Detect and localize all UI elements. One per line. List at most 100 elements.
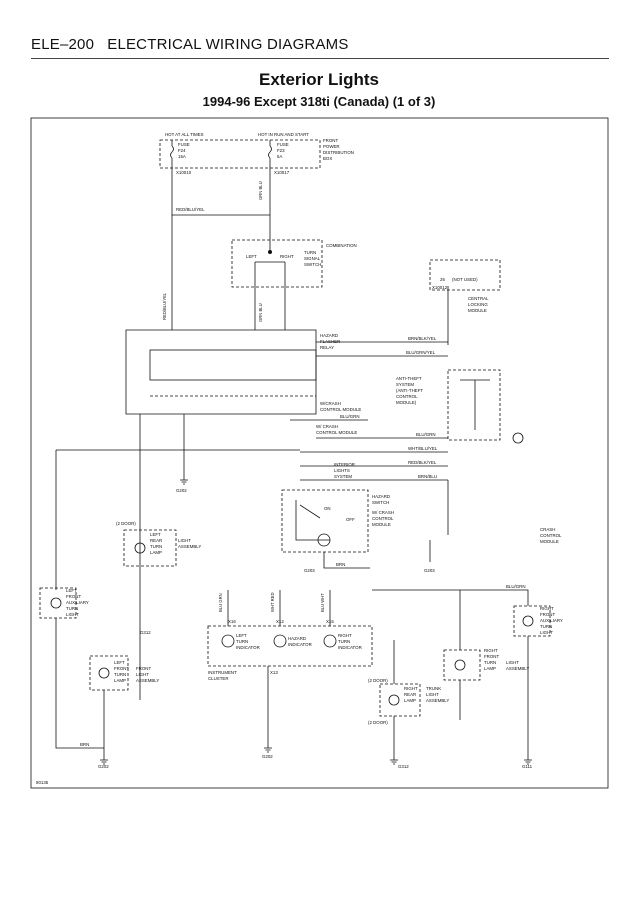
hazard-switch-label-1: HAZARD bbox=[372, 494, 390, 499]
front-power-label-2: POWER bbox=[323, 144, 340, 149]
right-front-feed bbox=[372, 589, 529, 606]
crash-control-module: CRASH CONTROL MODULE bbox=[447, 480, 562, 544]
cluster-wire-blu-grn: BLU GRN bbox=[218, 593, 223, 612]
fuse2-rating: 5A bbox=[277, 154, 282, 159]
central-locking-pin: 26 bbox=[440, 277, 445, 282]
left-front-turn-lamp: LEFT FRONT TURN LAMP FRONT LIGHT ASSEMBL… bbox=[89, 655, 159, 691]
cluster-left-2: TURN bbox=[236, 639, 248, 644]
fuse2-name: FUSE bbox=[277, 142, 289, 147]
cluster-pin-x13: X13 bbox=[270, 670, 278, 675]
relay-label-2: FLASHER bbox=[320, 339, 340, 344]
turn-switch-outputs bbox=[254, 300, 286, 330]
front-power-label-3: DISTRIBUTION bbox=[323, 150, 354, 155]
rear-left-label-3: TURN bbox=[150, 544, 162, 549]
cluster-name-2: CLUSTER bbox=[208, 676, 229, 681]
central-locking-label-1: CENTRAL bbox=[468, 296, 489, 301]
combo-switch-left: LEFT bbox=[246, 254, 257, 259]
right-rear-turn-lamp: (2 DOOR) RIGHT REAR LAMP TRUNK LIGHT ASS… bbox=[368, 640, 449, 760]
wire-red-blu-yel: RED/BLU/YEL bbox=[176, 207, 205, 212]
page-subtitle: 1994-96 Except 318ti (Canada) (1 of 3) bbox=[202, 94, 436, 109]
rear-right-label-2: REAR bbox=[404, 692, 416, 697]
rear-left-door: (2 DOOR) bbox=[116, 521, 136, 526]
front-left-label-5: FRONT bbox=[136, 666, 151, 671]
page-code: ELE–200 bbox=[31, 36, 95, 53]
rear-left-label-1: LEFT bbox=[150, 532, 161, 537]
figure-id: 80135 bbox=[36, 780, 49, 785]
anti-theft-label-2: SYSTEM bbox=[396, 382, 414, 387]
cluster-left-3: INDICATOR bbox=[236, 645, 260, 650]
central-locking-conn: X10012 bbox=[432, 285, 448, 290]
cluster-right-3: INDICATOR bbox=[338, 645, 362, 650]
wire-label-blu-grn: BLU/GRN bbox=[416, 432, 436, 437]
crash-control-2-label-1: W/ CRASH bbox=[316, 424, 338, 429]
central-locking-label-3: MODULE bbox=[468, 308, 487, 313]
ground-g202-top: G202 bbox=[176, 488, 187, 493]
crash-module-label-3: MODULE bbox=[540, 539, 559, 544]
cluster-pin-x16: X16 bbox=[228, 619, 236, 624]
relay-label-3: RELAY bbox=[320, 345, 334, 350]
front-power-label-4: BOX bbox=[323, 156, 332, 161]
right-front-turn-lamp: RIGHT FRONT TURN LAMP LIGHT ASSEMBLY bbox=[443, 648, 529, 681]
fuse2-id: F23 bbox=[277, 148, 285, 153]
relay-label-1: HAZARD bbox=[320, 333, 338, 338]
front-left-label-2: FRONT bbox=[114, 666, 129, 671]
front-right-label-3: TURN bbox=[484, 660, 496, 665]
wire-grn-blu: GRN BLU bbox=[258, 181, 263, 200]
wire-label-blu-grn-yel: BLU/GRN/YEL bbox=[406, 350, 436, 355]
cluster-right-2: TURN bbox=[338, 639, 350, 644]
aux-right-label-1: RIGHT bbox=[540, 606, 554, 611]
cluster-hazard-1: HAZARD bbox=[288, 636, 306, 641]
hazard-flasher-relay: HAZARD FLASHER RELAY bbox=[125, 329, 340, 415]
ground-g202-bottom: G202 bbox=[98, 764, 109, 769]
hazard-switch-module-2: CONTROL bbox=[372, 516, 394, 521]
wire-label-brn-blu: BRN/BLU bbox=[418, 474, 437, 479]
wire-red-blu-yel-v: RED/BLU/YEL bbox=[162, 292, 167, 320]
front-power-distribution-box: HOT AT ALL TIMES HOT IN RUN AND START FU… bbox=[159, 132, 354, 176]
anti-theft-label-5: MODULE) bbox=[396, 400, 417, 405]
ground-g312-right: G312 bbox=[398, 764, 409, 769]
instrument-cluster: LEFT TURN INDICATOR HAZARD INDICATOR RIG… bbox=[207, 590, 373, 748]
combination-switch: COMBINATION TURN SIGNAL SWITCH LEFT RIGH… bbox=[231, 232, 357, 300]
cluster-left-1: LEFT bbox=[236, 633, 247, 638]
front-right-label-2: FRONT bbox=[484, 654, 499, 659]
anti-theft-label-1: ANTI-THEFT bbox=[396, 376, 422, 381]
cluster-name-1: INSTRUMENT bbox=[208, 670, 237, 675]
left-rear-turn-lamp: (2 DOOR) LEFT REAR TURN LIGHT ASSEMBLY L… bbox=[116, 521, 201, 567]
front-left-label-1: LEFT bbox=[114, 660, 125, 665]
aux-right-label-2: FRONT bbox=[540, 612, 555, 617]
right-front-auxiliary-turn-light: RIGHT FRONT AUXILIARY TURN LIGHT bbox=[513, 605, 563, 637]
wire-label-blu-grn-top: BLU/GRN bbox=[340, 414, 360, 419]
hot-at-all-times-label: HOT AT ALL TIMES bbox=[165, 132, 204, 137]
crash-control-label-1: W/CRASH bbox=[320, 401, 341, 406]
crash-control-2-label-2: CONTROL MODULE bbox=[316, 430, 357, 435]
aux-right-label-4: TURN bbox=[540, 624, 552, 629]
page-header: ELE–200 ELECTRICAL WIRING DIAGRAMS bbox=[31, 36, 349, 53]
diagram-frame bbox=[30, 117, 609, 789]
switch-on-label: ON bbox=[324, 506, 331, 511]
combo-switch-right: RIGHT bbox=[280, 254, 294, 259]
fuse1-rating: 15A bbox=[178, 154, 186, 159]
hazard-switch-label-2: SWITCH bbox=[372, 500, 389, 505]
front-right-label-1: RIGHT bbox=[484, 648, 498, 653]
hazard-ground-wire bbox=[323, 552, 370, 569]
central-locking-module: (NOT USED) 26 X10012 CENTRAL LOCKING MOD… bbox=[429, 259, 501, 345]
rear-right-label-3: LAMP bbox=[404, 698, 416, 703]
ground-g203-b: G203 bbox=[424, 568, 435, 573]
ground-g312-left: G312 bbox=[140, 630, 151, 635]
rear-left-label-4: LIGHT bbox=[178, 538, 191, 543]
aux-left-label-5: LIGHT bbox=[66, 612, 79, 617]
anti-theft-system: ANTI-THEFT SYSTEM (ANTI-THEFT CONTROL MO… bbox=[396, 369, 501, 441]
cluster-hazard-2: INDICATOR bbox=[288, 642, 312, 647]
ground-g111: G111 bbox=[522, 764, 533, 769]
connector-x10017: X10017 bbox=[274, 170, 290, 175]
aux-left-label-4: TURN bbox=[66, 606, 78, 611]
wire-label-red-blk-yel: RED/BLK/YEL bbox=[408, 460, 437, 465]
wire-label-brn-hz: BRN bbox=[336, 562, 345, 567]
wire-grn-blu-2: GRN BLU bbox=[258, 303, 263, 322]
aux-left-label-2: FRONT bbox=[66, 594, 81, 599]
cluster-wire-blu-wht: BLU WHT bbox=[320, 593, 325, 612]
crash-control-label-2: CONTROL MODULE bbox=[320, 407, 361, 412]
combo-switch-label-2: TURN bbox=[304, 250, 316, 255]
left-aux-ground bbox=[55, 618, 104, 749]
wire-label-blu-grn-right: BLU/GRN bbox=[506, 584, 526, 589]
